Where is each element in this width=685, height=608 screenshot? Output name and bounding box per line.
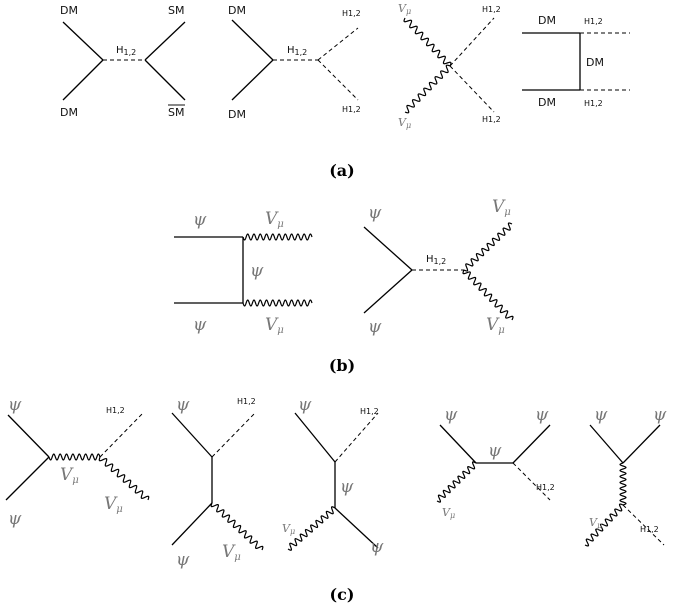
label-dm: DM xyxy=(538,96,556,109)
wavy-line xyxy=(242,299,313,307)
label-psi: ψ xyxy=(8,395,22,415)
label-dm: DM xyxy=(228,4,246,17)
label-dm: DM xyxy=(60,4,78,17)
panel-label-b: (b) xyxy=(329,356,355,375)
label-psi: ψ xyxy=(535,405,549,425)
diagram-b2: ψ ψ H1,2 Vμ Vμ xyxy=(363,197,514,337)
label-psi: ψ xyxy=(8,509,22,529)
diagram-a3: Vμ Vμ H1,2 H1,2 xyxy=(398,2,501,130)
diagram-c2: ψ ψ Vμ H1,2 xyxy=(171,395,264,570)
diagram-b1: ψ ψ ψ Vμ Vμ xyxy=(174,209,313,336)
label-h12: H1,2 xyxy=(360,407,379,416)
wavy-line xyxy=(584,503,624,547)
label-v-mu: Vμ xyxy=(265,315,284,336)
label-h12: H1,2 xyxy=(426,254,446,266)
label-v-mu: Vμ xyxy=(398,2,411,16)
wavy-line xyxy=(287,506,336,551)
label-psi: ψ xyxy=(370,537,384,557)
label-psi: ψ xyxy=(653,405,667,425)
label-psi: ψ xyxy=(193,210,207,230)
label-h12: H1,2 xyxy=(342,105,361,114)
label-h12: H1,2 xyxy=(584,17,603,26)
wavy-line xyxy=(619,462,627,506)
label-h12: H1,2 xyxy=(116,45,136,57)
wavy-line xyxy=(436,461,477,503)
diagram-c4: ψ ψ ψ Vμ H1,2 xyxy=(436,405,555,520)
label-h12: H1,2 xyxy=(482,115,501,124)
label-v-mu: Vμ xyxy=(398,116,411,130)
label-dm: DM xyxy=(228,108,246,121)
wavy-line xyxy=(463,222,513,272)
label-psi: ψ xyxy=(298,395,312,415)
diagram-c1: ψ ψ Vμ Vμ H1,2 xyxy=(5,395,150,529)
label-psi: ψ xyxy=(340,477,354,497)
label-dm: DM xyxy=(586,56,604,69)
label-v-mu: Vμ xyxy=(492,197,511,218)
label-dm: DM xyxy=(538,14,556,27)
label-sm-bar: SM xyxy=(168,106,184,119)
label-h12: H1,2 xyxy=(106,406,125,415)
diagram-c5: ψ ψ Vμ H1,2 xyxy=(584,405,667,547)
label-h12: H1,2 xyxy=(342,9,361,18)
label-v-mu: Vμ xyxy=(60,465,79,486)
label-v-mu: Vμ xyxy=(486,315,505,336)
label-psi: ψ xyxy=(368,317,382,337)
label-v-mu: Vμ xyxy=(282,522,295,536)
label-v-mu: Vμ xyxy=(442,506,455,520)
label-psi: ψ xyxy=(444,405,458,425)
label-psi: ψ xyxy=(250,261,264,281)
label-psi: ψ xyxy=(368,203,382,223)
diagram-c3: ψ ψ ψ Vμ H1,2 xyxy=(282,395,384,557)
wavy-line xyxy=(403,17,452,67)
diagram-a4: DM DM DM H1,2 H1,2 xyxy=(522,14,630,109)
label-v-mu: Vμ xyxy=(222,542,241,563)
label-v-mu: Vμ xyxy=(265,209,284,230)
wavy-line xyxy=(242,233,313,241)
label-psi: ψ xyxy=(488,441,502,461)
diagram-a1: DM DM SM SM H1,2 xyxy=(60,4,186,119)
label-psi: ψ xyxy=(176,550,190,570)
wavy-line xyxy=(404,64,451,114)
panel-label-a: (a) xyxy=(329,161,355,180)
wavy-line xyxy=(462,269,514,321)
diagram-a2: DM DM H1,2 H1,2 H1,2 xyxy=(228,4,361,121)
label-v-mu: Vμ xyxy=(104,494,123,515)
label-h12: H1,2 xyxy=(536,483,555,492)
label-h12: H1,2 xyxy=(482,5,501,14)
label-h12: H1,2 xyxy=(287,45,307,57)
label-psi: ψ xyxy=(594,405,608,425)
label-h12: H1,2 xyxy=(237,397,256,406)
wavy-line xyxy=(98,456,150,501)
wavy-line xyxy=(48,453,101,461)
panel-label-c: (c) xyxy=(330,585,355,604)
label-dm: DM xyxy=(60,106,78,119)
label-psi: ψ xyxy=(193,315,207,335)
label-psi: ψ xyxy=(176,395,190,415)
label-sm: SM xyxy=(168,4,184,17)
label-h12: H1,2 xyxy=(584,99,603,108)
label-v-mu: Vμ xyxy=(589,516,602,530)
wavy-line xyxy=(210,502,264,551)
label-h12: H1,2 xyxy=(640,525,659,534)
